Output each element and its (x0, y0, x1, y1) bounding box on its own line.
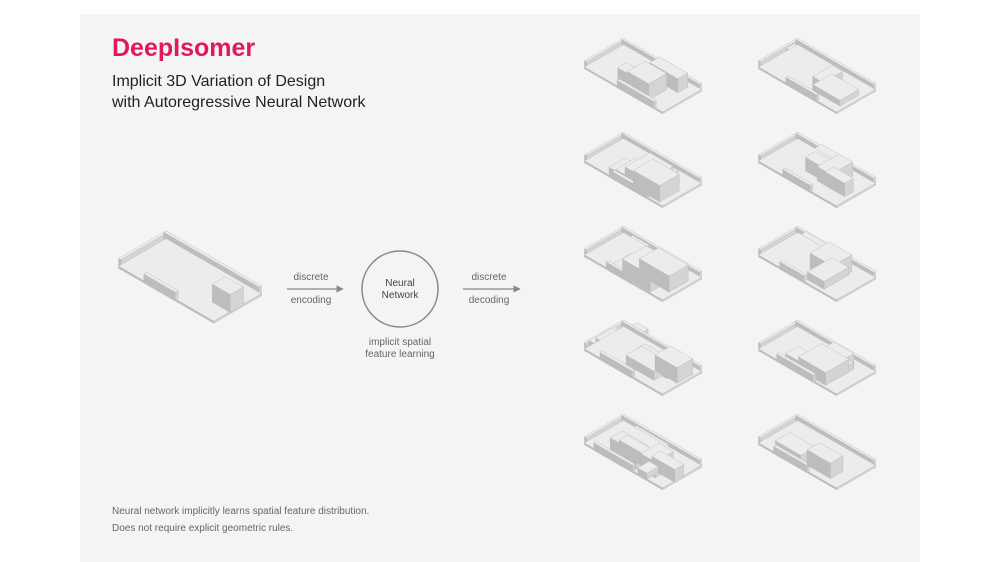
input-model (118, 230, 262, 324)
subtitle-line: Implicit 3D Variation of Design (112, 73, 326, 90)
output-model (758, 319, 876, 396)
footnote: Neural network implicitly learns spatial… (112, 503, 442, 537)
output-model (584, 37, 702, 115)
output-model (758, 225, 876, 302)
encoding-label-top: discrete (293, 272, 329, 283)
page-title: DeepIsomer (112, 34, 256, 62)
output-model (584, 319, 702, 396)
footnote-line: Neural network implicitly learns spatial… (112, 506, 370, 517)
neural-network-node (361, 250, 439, 328)
encoding-label-bottom: encoding (290, 295, 332, 306)
output-model (758, 413, 876, 490)
output-model (584, 225, 702, 302)
page-subtitle: Implicit 3D Variation of Design with Aut… (112, 71, 472, 113)
output-model (758, 131, 876, 209)
output-model (584, 413, 702, 490)
output-model-grid (584, 37, 876, 490)
neural-network-label: Neural Network (381, 278, 419, 301)
decoding-label-top: discrete (471, 272, 507, 283)
network-caption: implicit spatial feature learning (365, 337, 435, 360)
output-model (758, 37, 876, 115)
decoding-label-bottom: decoding (468, 295, 510, 306)
footnote-line: Does not require explicit geometric rule… (112, 523, 294, 534)
subtitle-line: with Autoregressive Neural Network (112, 94, 366, 111)
output-model (584, 131, 702, 209)
